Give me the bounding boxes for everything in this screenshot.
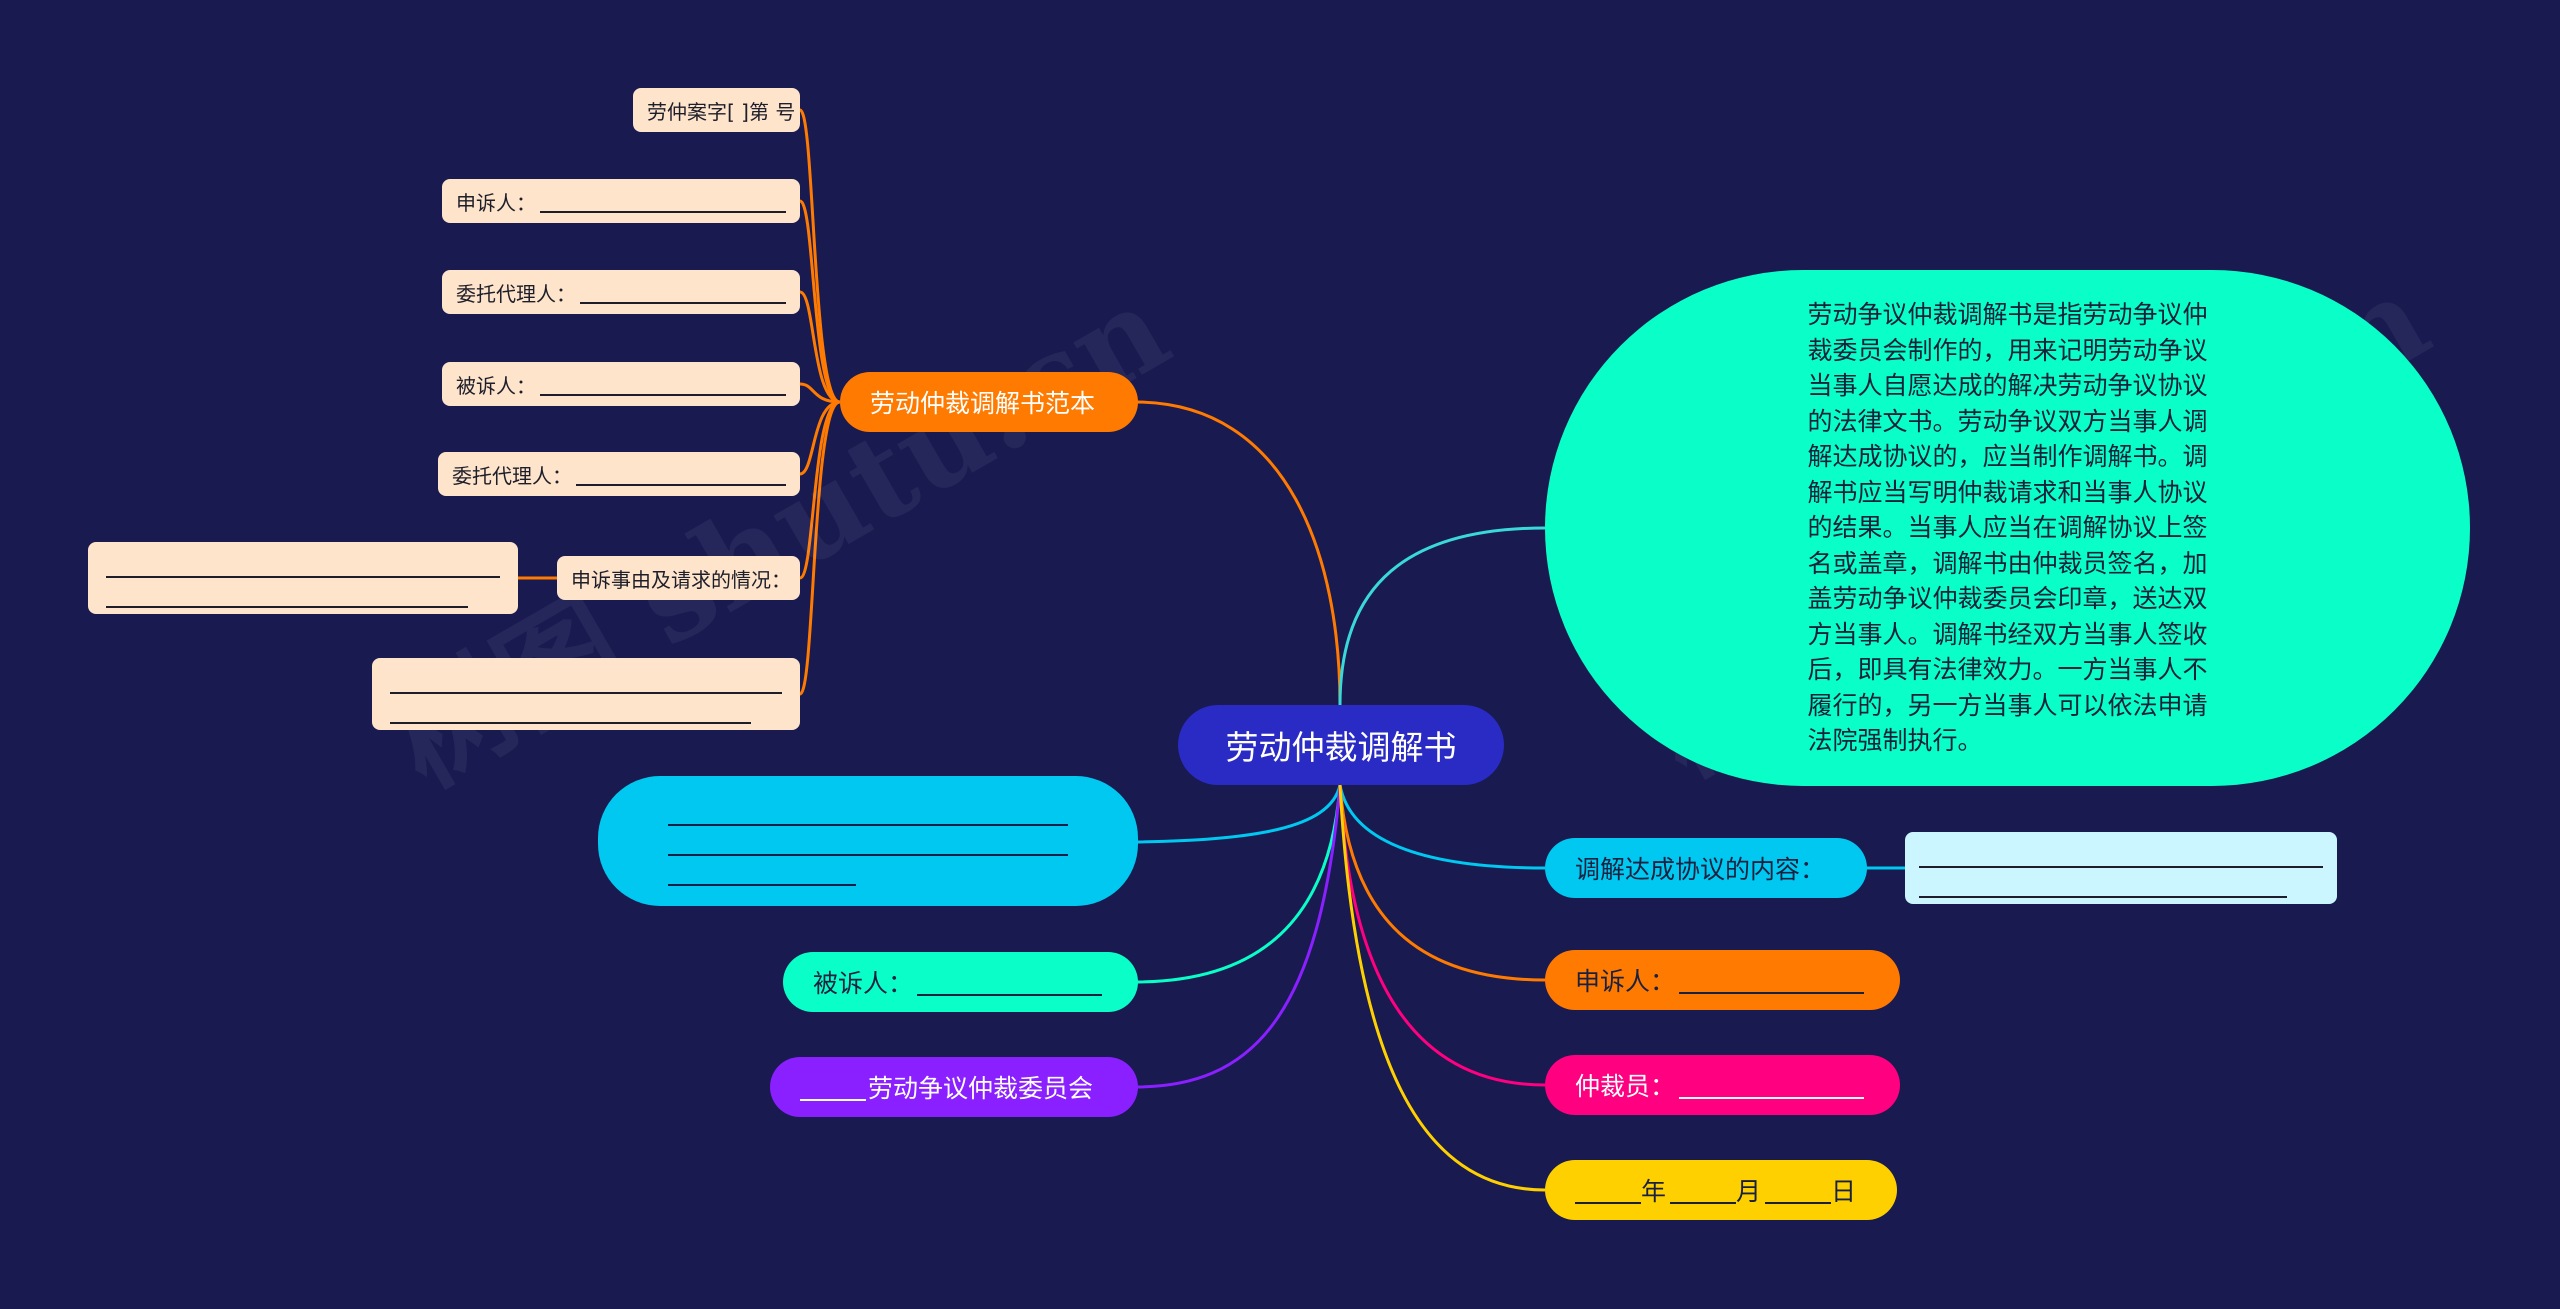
- respondent-node[interactable]: 被诉人：: [783, 952, 1138, 1012]
- connector-leaf-3: [799, 290, 841, 404]
- blank-box-node[interactable]: [598, 776, 1138, 906]
- blank-line: [1679, 1071, 1865, 1100]
- leaf-label: 被诉人：: [456, 373, 536, 398]
- blank-line: [576, 463, 786, 486]
- blank-line: [800, 1073, 866, 1102]
- arbitrator-node[interactable]: 仲裁员：: [1545, 1055, 1900, 1115]
- blank-line: [917, 968, 1103, 997]
- connector-respondent: [1134, 784, 1342, 984]
- blank-lines: [390, 664, 782, 724]
- blank-lines: [1919, 838, 2323, 898]
- blank-line: [1679, 966, 1865, 995]
- leaf-grievance[interactable]: 申诉事由及请求的情况：: [557, 556, 800, 600]
- template-branch-node[interactable]: 劳动仲裁调解书范本: [840, 372, 1138, 432]
- connector-blank-box: [1134, 784, 1342, 844]
- leaf-case-number[interactable]: 劳仲案字[ ]第 号: [633, 88, 800, 132]
- connector-leaf-1: [798, 108, 841, 404]
- connector-date: [1338, 784, 1546, 1192]
- connector-agreement: [1338, 784, 1546, 870]
- respondent-label: 被诉人：: [813, 969, 914, 998]
- blank-line: [540, 373, 786, 396]
- root-label: 劳动仲裁调解书: [1225, 728, 1457, 767]
- leaf-applicant[interactable]: 申诉人：: [442, 179, 800, 223]
- leaf-grievance-detail[interactable]: [88, 542, 518, 614]
- applicant-label: 申诉人：: [1575, 967, 1676, 996]
- blank-line: [540, 190, 786, 213]
- root-node[interactable]: 劳动仲裁调解书: [1178, 705, 1504, 785]
- blank-line: [1670, 1176, 1737, 1205]
- leaf-blank[interactable]: [372, 658, 800, 730]
- blank-lines: [106, 548, 500, 608]
- connector-leaf-2: [798, 199, 841, 404]
- agreement-node[interactable]: 调解达成协议的内容：: [1545, 838, 1867, 898]
- connector-leaf-6: [798, 400, 841, 580]
- leaf-label: 委托代理人：: [452, 463, 572, 488]
- committee-label: 劳动争议仲裁委员会: [868, 1074, 1094, 1103]
- arbitrator-label: 仲裁员：: [1575, 1072, 1676, 1101]
- template-branch-label: 劳动仲裁调解书范本: [870, 389, 1096, 418]
- committee-node[interactable]: 劳动争议仲裁委员会: [770, 1057, 1138, 1117]
- date-year: 年: [1641, 1177, 1667, 1206]
- description-text: 劳动争议仲裁调解书是指劳动争议仲裁委员会制作的，用来记明劳动争议当事人自愿达成的…: [1807, 300, 2208, 756]
- date-day: 日: [1831, 1177, 1857, 1206]
- date-node[interactable]: 年 月 日: [1545, 1160, 1897, 1220]
- leaf-label: 申诉事由及请求的情况：: [571, 567, 791, 592]
- leaf-respondent-agent[interactable]: 委托代理人：: [438, 452, 800, 496]
- agreement-label: 调解达成协议的内容：: [1575, 855, 1826, 884]
- leaf-applicant-agent[interactable]: 委托代理人：: [442, 270, 800, 314]
- connector-applicant: [1338, 784, 1546, 982]
- date-month: 月: [1736, 1177, 1762, 1206]
- connector-leaf-5: [799, 400, 841, 476]
- connector-committee: [1134, 784, 1342, 1089]
- leaf-label: 申诉人：: [456, 190, 536, 215]
- leaf-label: 劳仲案字[ ]第 号: [647, 99, 796, 124]
- applicant-node[interactable]: 申诉人：: [1545, 950, 1900, 1010]
- connector-leaf-7: [798, 400, 841, 696]
- leaf-label: 委托代理人：: [456, 281, 576, 306]
- description-node[interactable]: 劳动争议仲裁调解书是指劳动争议仲裁委员会制作的，用来记明劳动争议当事人自愿达成的…: [1545, 270, 2470, 786]
- blank-line: [580, 281, 786, 304]
- connector-template-branch: [1134, 400, 1342, 706]
- connector-description: [1338, 526, 1546, 706]
- leaf-respondent[interactable]: 被诉人：: [442, 362, 800, 406]
- connector-leaf-4: [799, 382, 841, 404]
- blank-line: [1765, 1176, 1832, 1205]
- agreement-detail[interactable]: [1905, 832, 2337, 904]
- blank-lines: [668, 796, 1068, 886]
- blank-line: [1575, 1176, 1641, 1205]
